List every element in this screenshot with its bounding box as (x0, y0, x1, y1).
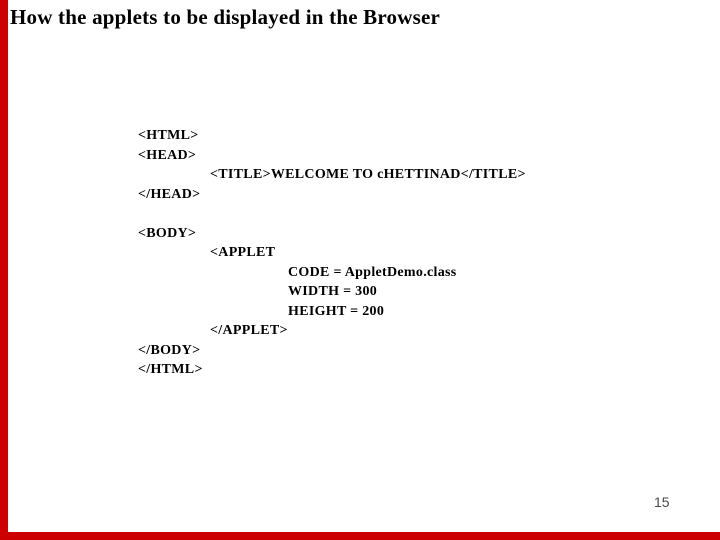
code-line: <APPLET (210, 245, 276, 260)
slide-title: How the applets to be displayed in the B… (10, 5, 440, 29)
code-line: <HTML> (138, 128, 199, 143)
code-line: HEIGHT = 200 (288, 303, 385, 319)
code-line: </HEAD> (138, 186, 201, 202)
code-line: </HTML> (138, 362, 203, 377)
code-line: </BODY> (138, 342, 201, 358)
code-line: <TITLE>WELCOME TO cHETTINAD</TITLE> (210, 167, 526, 182)
code-line: <BODY> (138, 225, 197, 241)
code-line (138, 204, 526, 224)
code-line: CODE = AppletDemo.class (288, 264, 457, 280)
code-line: </APPLET> (210, 323, 288, 338)
slide-page-number: 15 (654, 494, 670, 510)
bottom-accent-bar (0, 532, 720, 540)
left-accent-bar (0, 0, 8, 540)
html-code-block: <HTML> <HEAD> <TITLE>WELCOME TO cHETTINAD<… (138, 126, 526, 380)
code-line: WIDTH = 300 (288, 284, 378, 299)
code-line: <HEAD> (138, 147, 197, 163)
